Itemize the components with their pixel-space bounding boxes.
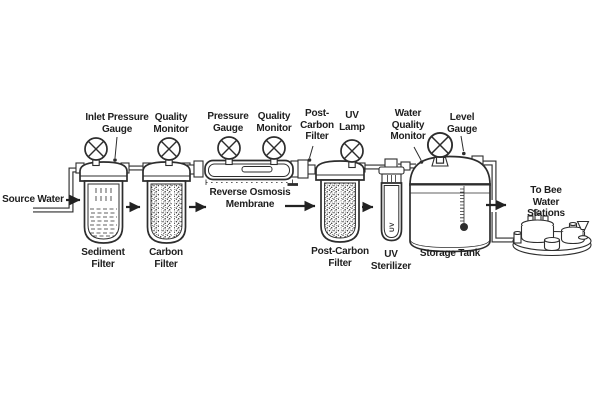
source-water-pipe bbox=[33, 167, 79, 213]
label-quality-monitor-1: Quality Monitor bbox=[153, 112, 189, 135]
label-storage-tank: Storage Tank bbox=[419, 248, 481, 259]
label-to-bee-water-stations: To Bee Water Stations bbox=[527, 185, 565, 219]
bee-water-stations bbox=[512, 208, 592, 257]
label-post-carbon-filter-bottom: Post-Carbon Filter bbox=[311, 246, 369, 269]
label-sediment-filter: Sediment Filter bbox=[81, 247, 125, 270]
label-uv-lamp: UV Lamp bbox=[339, 110, 365, 133]
label-source-water: Source Water bbox=[2, 194, 64, 205]
label-pressure-gauge: Pressure Gauge bbox=[207, 111, 249, 134]
tank-outlet-pipes bbox=[481, 160, 514, 243]
carbon-filter bbox=[142, 161, 191, 244]
flow-arrows bbox=[66, 194, 507, 213]
uv-tube-text: UV bbox=[389, 222, 396, 232]
label-uv-sterilizer: UV Sterilizer bbox=[370, 249, 412, 272]
feeder-funnel bbox=[576, 220, 590, 240]
post-carbon-filter bbox=[315, 160, 365, 243]
label-reverse-osmosis-membrane: Reverse Osmosis Membrane bbox=[209, 187, 291, 210]
label-level-gauge: Level Gauge bbox=[446, 112, 478, 135]
sediment-filter bbox=[79, 161, 128, 244]
reverse-osmosis-membrane bbox=[193, 159, 309, 186]
feeder-right bbox=[560, 221, 586, 245]
feeder-pot bbox=[543, 236, 561, 252]
label-quality-monitor-2: Quality Monitor bbox=[256, 111, 292, 134]
label-carbon-filter: Carbon Filter bbox=[149, 247, 183, 270]
label-water-quality-monitor: Water Quality Monitor bbox=[390, 108, 426, 142]
storage-tank bbox=[409, 155, 491, 253]
level-gauge-indicator bbox=[460, 186, 468, 231]
uv-sterilizer: UV bbox=[378, 166, 405, 242]
label-inlet-pressure-gauge: Inlet Pressure Gauge bbox=[85, 112, 149, 135]
label-post-carbon-filter-top: Post- Carbon Filter bbox=[300, 108, 334, 142]
leader-lines bbox=[113, 135, 466, 164]
